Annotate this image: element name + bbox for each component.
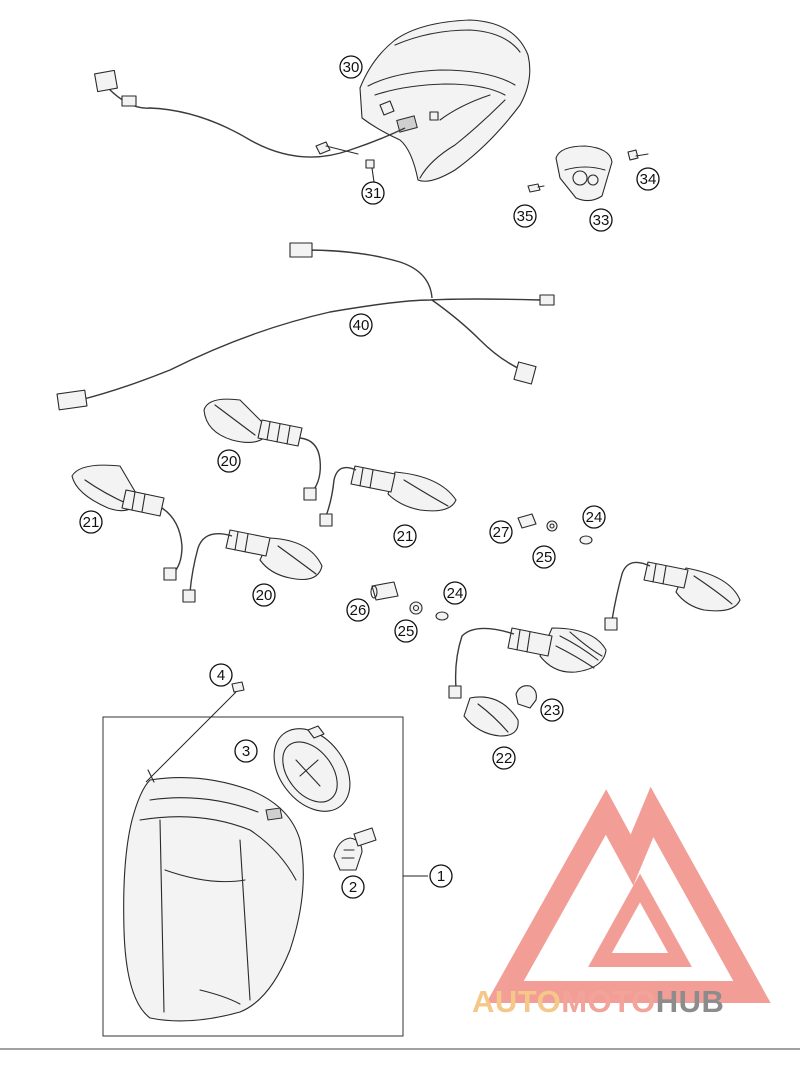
callout-26: 26 — [346, 598, 370, 622]
logo-wordmark: AUTOMOTOHUB — [472, 984, 724, 1019]
part-indicator-21-center — [319, 465, 457, 527]
callout-25-lower: 25 — [394, 619, 418, 643]
callout-23: 23 — [540, 698, 564, 722]
callout-34: 34 — [636, 167, 660, 191]
svg-text:27: 27 — [493, 524, 510, 541]
callout-1: 1 — [429, 864, 453, 888]
callout-20-lower: 20 — [252, 583, 276, 607]
callout-25-upper: 25 — [532, 545, 556, 569]
part-bulb-23 — [515, 685, 537, 709]
part-spacer-26 — [370, 581, 399, 601]
part-wiring-harness — [56, 242, 555, 411]
callout-3: 3 — [234, 739, 258, 763]
svg-text:31: 31 — [365, 185, 382, 202]
part-indicator-right-lower — [448, 627, 607, 699]
callout-40: 40 — [349, 313, 373, 337]
svg-text:20: 20 — [221, 453, 238, 470]
part-nut-27 — [517, 513, 537, 529]
callout-21-left: 21 — [79, 510, 103, 534]
svg-text:35: 35 — [517, 208, 534, 225]
callout-24-lower: 24 — [443, 581, 467, 605]
svg-text:30: 30 — [343, 59, 360, 76]
svg-text:26: 26 — [350, 602, 367, 619]
callout-21-center: 21 — [393, 524, 417, 548]
part-washer-25-lower — [409, 601, 423, 615]
logo-triangle-mark — [486, 786, 771, 1003]
part-indicator-right-upper — [604, 561, 741, 631]
svg-text:40: 40 — [353, 317, 370, 334]
part-indicator-20-lower — [182, 529, 323, 603]
part-dust-cap-3 — [273, 725, 351, 812]
svg-text:24: 24 — [447, 585, 464, 602]
callout-20-upper: 20 — [217, 449, 241, 473]
svg-text:34: 34 — [640, 171, 657, 188]
svg-text:21: 21 — [83, 514, 100, 531]
part-tail-light — [359, 19, 531, 182]
callout-35: 35 — [513, 204, 537, 228]
automotohub-logo: AUTOMOTOHUB — [472, 786, 771, 1019]
part-indicator-21-left — [71, 464, 183, 581]
callout-27: 27 — [489, 520, 513, 544]
part-lens-22 — [463, 696, 519, 737]
svg-text:23: 23 — [544, 702, 561, 719]
svg-text:3: 3 — [242, 743, 250, 760]
part-headlight-housing — [123, 769, 304, 1022]
svg-text:22: 22 — [496, 750, 513, 767]
svg-text:21: 21 — [397, 528, 414, 545]
part-license-plate-light — [555, 145, 613, 202]
part-indicator-20-upper — [203, 398, 322, 501]
callout-24-upper: 24 — [582, 505, 606, 529]
svg-text:25: 25 — [536, 549, 553, 566]
callout-30: 30 — [339, 55, 363, 79]
callout-33: 33 — [589, 208, 613, 232]
svg-text:33: 33 — [593, 212, 610, 229]
part-headlight-bulb-2 — [333, 827, 377, 871]
part-washer-25-upper — [546, 520, 558, 532]
part-washer-24-upper — [579, 535, 593, 545]
part-screw-4 — [145, 681, 245, 783]
svg-text:24: 24 — [586, 509, 603, 526]
svg-text:25: 25 — [398, 623, 415, 640]
callout-2: 2 — [341, 875, 365, 899]
tail-light-cable — [94, 69, 406, 158]
svg-text:2: 2 — [349, 879, 357, 896]
svg-text:1: 1 — [437, 868, 445, 885]
callout-22: 22 — [492, 746, 516, 770]
svg-text:4: 4 — [217, 667, 225, 684]
screw-31 — [315, 141, 375, 183]
callout-31: 31 — [361, 181, 385, 205]
callout-4: 4 — [209, 663, 233, 687]
screw-34 — [627, 149, 649, 161]
svg-text:20: 20 — [256, 587, 273, 604]
part-washer-24-lower — [435, 611, 449, 621]
bulb-35 — [527, 183, 545, 193]
